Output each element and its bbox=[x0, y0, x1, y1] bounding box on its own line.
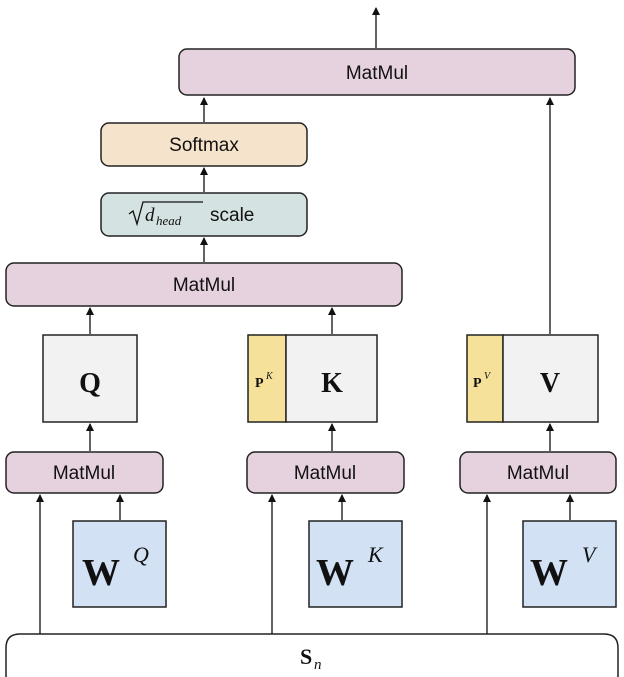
sn-subscript: n bbox=[314, 657, 322, 673]
matmul-k-node: MatMul bbox=[246, 451, 405, 494]
pk-label: P bbox=[255, 376, 264, 391]
softmax-label: Softmax bbox=[169, 135, 239, 156]
wq-superscript: Q bbox=[133, 542, 149, 567]
scale-node: d head scale bbox=[100, 192, 308, 237]
wq-label: W bbox=[82, 552, 120, 594]
matmul-k-label: MatMul bbox=[294, 463, 356, 484]
connector-arrows bbox=[36, 7, 574, 634]
sqrt-symbol-icon bbox=[128, 201, 203, 227]
wv-label: W bbox=[530, 552, 568, 594]
matmul-mid-node: MatMul bbox=[5, 262, 403, 307]
pv-label: P bbox=[473, 376, 482, 391]
matmul-top-label: MatMul bbox=[346, 63, 408, 84]
matmul-q-node: MatMul bbox=[5, 451, 164, 494]
sn-label: S bbox=[300, 644, 312, 669]
wq-node: W Q bbox=[72, 520, 167, 608]
scale-subscript: head bbox=[156, 213, 182, 228]
v-label: V bbox=[540, 368, 560, 399]
wv-node: W V bbox=[522, 520, 617, 608]
q-label: Q bbox=[79, 368, 101, 399]
scale-word: scale bbox=[210, 205, 254, 226]
pv-superscript: V bbox=[484, 371, 492, 382]
matmul-v-label: MatMul bbox=[507, 463, 569, 484]
wk-superscript: K bbox=[367, 542, 384, 567]
matmul-q-label: MatMul bbox=[53, 463, 115, 484]
v-node: P V V bbox=[466, 334, 599, 423]
softmax-node: Softmax bbox=[100, 122, 308, 167]
wv-superscript: V bbox=[582, 542, 598, 567]
k-node: P K K bbox=[247, 334, 378, 423]
matmul-v-node: MatMul bbox=[459, 451, 617, 494]
matmul-top-node: MatMul bbox=[178, 48, 576, 96]
k-label: K bbox=[321, 368, 343, 399]
matmul-mid-label: MatMul bbox=[173, 275, 235, 296]
scale-symbol: d bbox=[145, 205, 155, 226]
sn-node: S n bbox=[5, 633, 619, 677]
pk-superscript: K bbox=[265, 371, 274, 382]
wk-node: W K bbox=[308, 520, 403, 608]
q-node: Q bbox=[42, 334, 138, 423]
wk-label: W bbox=[316, 552, 354, 594]
